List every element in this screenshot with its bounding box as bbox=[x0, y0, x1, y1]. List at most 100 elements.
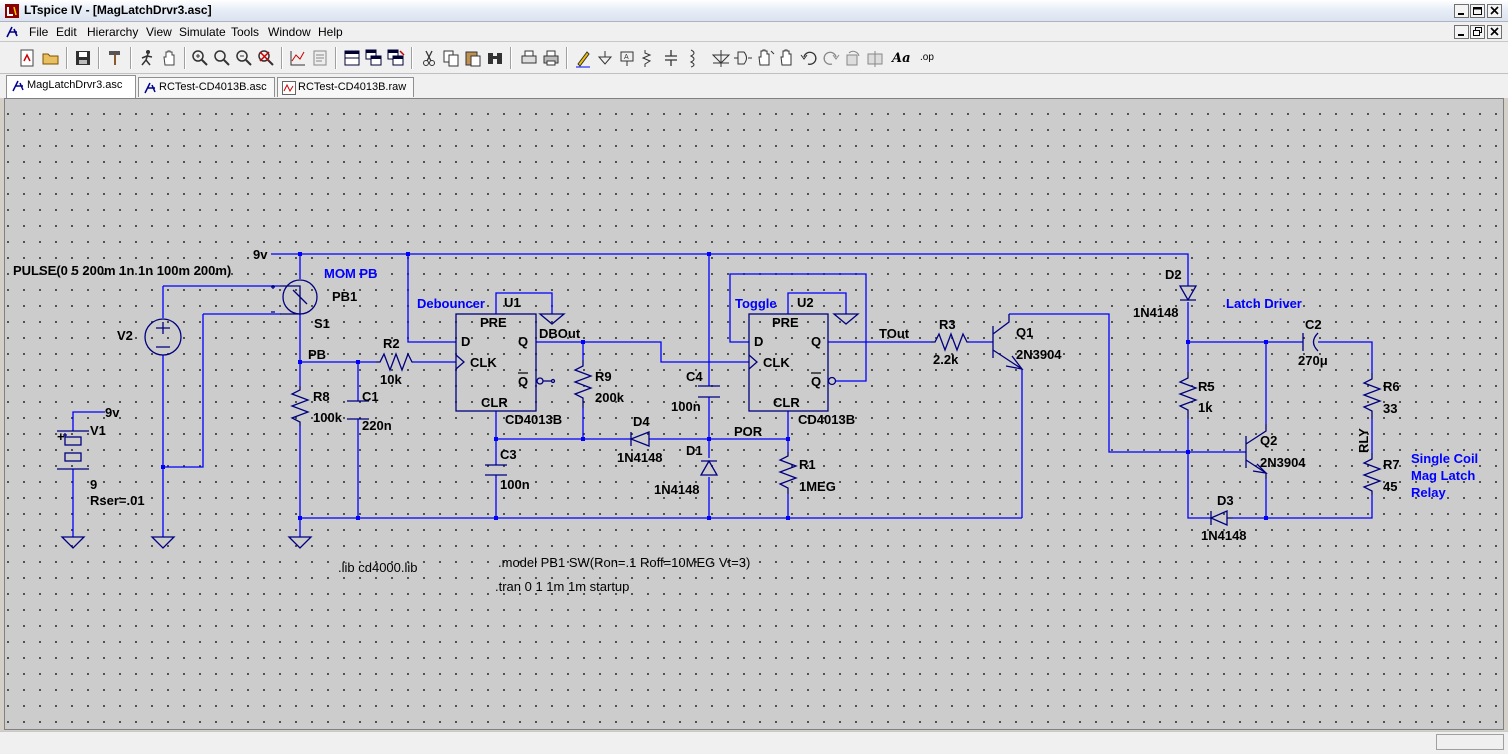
r3-label: R3 bbox=[939, 317, 956, 332]
close-button[interactable] bbox=[1487, 4, 1502, 18]
print-icon[interactable] bbox=[540, 47, 562, 69]
latch-driver-label: Latch Driver bbox=[1226, 296, 1302, 311]
lib-directive[interactable]: .lib cd4000.lib bbox=[338, 560, 418, 575]
c3-capacitor[interactable] bbox=[485, 464, 507, 476]
autorange-icon[interactable] bbox=[287, 47, 309, 69]
r9-value: 200k bbox=[595, 390, 625, 405]
menu-window[interactable]: Window bbox=[268, 25, 311, 39]
minimize-button[interactable] bbox=[1454, 4, 1469, 18]
tab-rctest-cd4013b-raw[interactable]: RCTest-CD4013B.raw bbox=[277, 77, 414, 97]
redo-icon[interactable] bbox=[820, 47, 842, 69]
relay-note-line3: Relay bbox=[1411, 485, 1446, 500]
menu-edit[interactable]: Edit bbox=[56, 25, 77, 39]
zoom-fit-icon[interactable] bbox=[255, 47, 277, 69]
menu-simulate[interactable]: Simulate bbox=[179, 25, 226, 39]
mdi-restore-button[interactable] bbox=[1470, 25, 1485, 39]
r9-resistor[interactable] bbox=[573, 360, 593, 408]
d3-diode[interactable] bbox=[1209, 510, 1233, 526]
r7-resistor[interactable] bbox=[1362, 453, 1382, 495]
resistor-icon[interactable] bbox=[638, 47, 660, 69]
menu-view[interactable]: View bbox=[146, 25, 172, 39]
q2-label: Q2 bbox=[1260, 433, 1277, 448]
pb1-switch[interactable] bbox=[271, 279, 318, 315]
cascade-icon[interactable] bbox=[341, 47, 363, 69]
q1-transistor[interactable] bbox=[992, 314, 1024, 370]
mirror-icon[interactable] bbox=[864, 47, 886, 69]
schematic-icon bbox=[144, 82, 156, 94]
tab-maglatchdrvr3-asc[interactable]: MagLatchDrvr3.asc bbox=[6, 75, 136, 98]
u2-flipflop[interactable] bbox=[748, 313, 860, 412]
u1-flipflop[interactable] bbox=[455, 313, 566, 412]
minimize-icon bbox=[1458, 34, 1464, 36]
v1-battery[interactable] bbox=[57, 430, 89, 470]
tab-rctest-cd4013b-asc[interactable]: RCTest-CD4013B.asc bbox=[138, 77, 275, 97]
r2-resistor[interactable] bbox=[376, 352, 413, 372]
r1-resistor[interactable] bbox=[778, 452, 798, 494]
menu-tools[interactable]: Tools bbox=[231, 25, 260, 39]
tile-vertical-icon[interactable] bbox=[363, 47, 385, 69]
diode-icon[interactable] bbox=[710, 47, 732, 69]
d1-diode[interactable] bbox=[699, 459, 719, 476]
menu-hierarchy[interactable]: Hierarchy bbox=[87, 25, 139, 39]
maximize-button[interactable] bbox=[1470, 4, 1485, 18]
r3-resistor[interactable] bbox=[931, 332, 969, 352]
s1-label: S1 bbox=[314, 316, 330, 331]
drag-hand-icon[interactable] bbox=[776, 47, 798, 69]
r1-value: 1MEG bbox=[799, 479, 836, 494]
capacitor-icon[interactable] bbox=[660, 47, 682, 69]
undo-icon[interactable] bbox=[798, 47, 820, 69]
v2-voltage-source[interactable] bbox=[144, 318, 182, 356]
c4-capacitor[interactable] bbox=[698, 385, 720, 398]
run-icon[interactable] bbox=[136, 47, 158, 69]
draw-wire-pencil-icon[interactable] bbox=[572, 47, 594, 69]
hammer-icon[interactable] bbox=[104, 47, 126, 69]
schematic-doc-icon[interactable] bbox=[5, 25, 19, 39]
tab-label: RCTest-CD4013B.raw bbox=[298, 81, 407, 93]
cut-icon[interactable] bbox=[418, 47, 440, 69]
c1-capacitor[interactable] bbox=[347, 400, 369, 420]
text-tool-button[interactable]: Aa bbox=[892, 51, 911, 66]
open-folder-icon[interactable] bbox=[40, 47, 62, 69]
menu-file[interactable]: File bbox=[29, 25, 49, 39]
print-setup-icon[interactable] bbox=[518, 47, 540, 69]
toolbar-separator bbox=[335, 47, 337, 69]
copy-icon[interactable] bbox=[440, 47, 462, 69]
label-net-icon[interactable]: A bbox=[616, 47, 638, 69]
d4-label: D4 bbox=[633, 414, 650, 429]
paste-icon[interactable] bbox=[462, 47, 484, 69]
mdi-minimize-button[interactable] bbox=[1454, 25, 1469, 39]
v1-label: V1 bbox=[90, 423, 106, 438]
spice-directive-button[interactable]: .op bbox=[920, 52, 934, 63]
model-directive[interactable]: .model PB1 SW(Ron=.1 Roff=10MEG Vt=3) bbox=[498, 555, 750, 570]
ltspice-app-icon[interactable] bbox=[5, 4, 19, 18]
d2-diode[interactable] bbox=[1178, 285, 1198, 302]
c2-capacitor[interactable] bbox=[1302, 332, 1319, 352]
d1-label: D1 bbox=[686, 443, 703, 458]
component-icon[interactable] bbox=[732, 47, 754, 69]
r6-resistor[interactable] bbox=[1362, 373, 1382, 419]
schematic-canvas[interactable]: PULSE(0 5 200m 1n 1n 100m 200m) 9v 9v MO… bbox=[4, 98, 1504, 730]
tran-directive[interactable]: .tran 0 1 1m 1m startup bbox=[495, 579, 629, 594]
r5-resistor[interactable] bbox=[1178, 372, 1198, 419]
tile-horizontal-icon[interactable] bbox=[385, 47, 407, 69]
q2-transistor[interactable] bbox=[1245, 424, 1268, 479]
new-schematic-icon[interactable] bbox=[16, 47, 38, 69]
r8-resistor[interactable] bbox=[290, 386, 310, 426]
save-icon[interactable] bbox=[72, 47, 94, 69]
d4-diode[interactable] bbox=[629, 431, 650, 447]
zoom-in-icon[interactable] bbox=[189, 47, 211, 69]
rotate-icon[interactable] bbox=[842, 47, 864, 69]
mdi-close-button[interactable] bbox=[1487, 25, 1502, 39]
inductor-icon[interactable] bbox=[682, 47, 704, 69]
menu-help[interactable]: Help bbox=[318, 25, 343, 39]
pan-icon[interactable] bbox=[211, 47, 233, 69]
u2-label: U2 bbox=[797, 295, 814, 310]
ground-icon[interactable] bbox=[594, 47, 616, 69]
find-binoculars-icon[interactable] bbox=[484, 47, 506, 69]
halt-hand-icon[interactable] bbox=[158, 47, 180, 69]
zoom-out-icon[interactable] bbox=[233, 47, 255, 69]
netlist-icon[interactable] bbox=[309, 47, 331, 69]
status-pane bbox=[1436, 734, 1504, 750]
move-hand-icon[interactable] bbox=[754, 47, 776, 69]
d3-value: 1N4148 bbox=[1201, 528, 1247, 543]
